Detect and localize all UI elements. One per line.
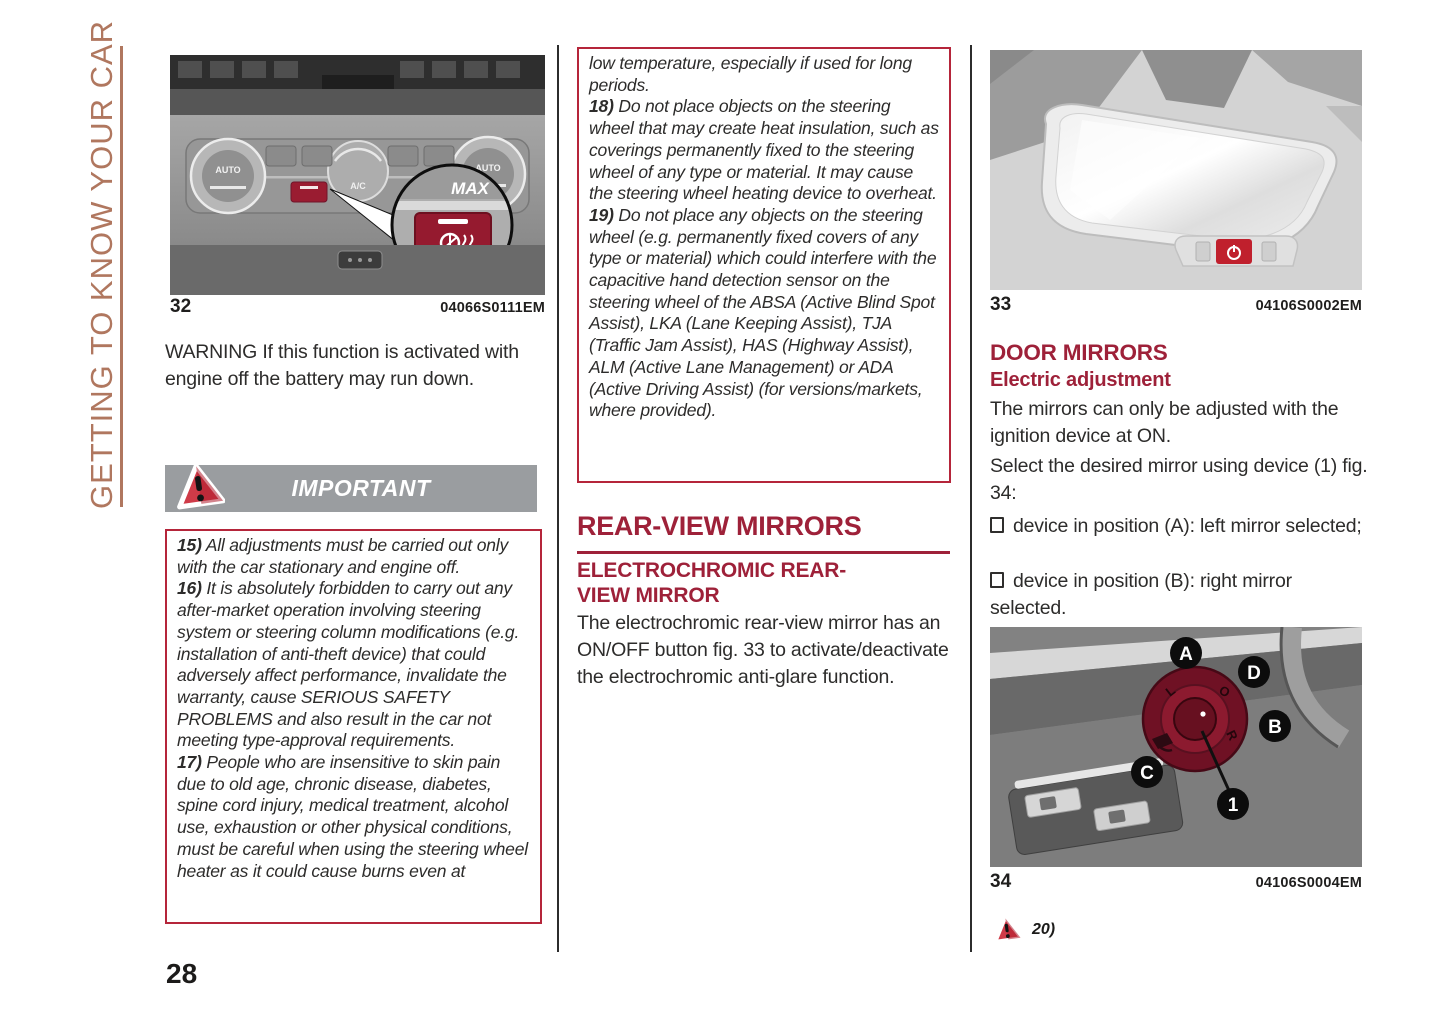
square-bullet-icon	[990, 517, 1004, 533]
figure-33-caption: 33 04106S0002EM	[990, 294, 1362, 316]
sidebar-rule	[120, 46, 123, 507]
important-banner-label: IMPORTANT	[291, 475, 431, 501]
subsection-electric-adjustment: Electric adjustment	[990, 369, 1171, 391]
figure-32-caption: 32 04066S0111EM	[170, 296, 545, 318]
callout-badge-d: D	[1247, 663, 1261, 684]
section-title-rear-view-mirrors: REAR-VIEW MIRRORS	[577, 511, 950, 554]
warning-triangle-icon	[994, 916, 1022, 943]
warning-triangle-icon	[177, 463, 225, 509]
callout-badge-1: 1	[1228, 795, 1239, 816]
mirror-fold-icon	[1152, 733, 1173, 752]
warnings-box-15-17: 15) All adjustments must be carried out …	[165, 529, 542, 924]
mirror-knob-illustration: L O R A D B C 1	[990, 627, 1362, 867]
callout-badge-a: A	[1179, 644, 1193, 665]
auto-label-right: AUTO	[475, 163, 500, 173]
figure-34-mirror-adjustment-knob: L O R A D B C 1	[990, 627, 1362, 867]
warning-item-16: 16) It is absolutely forbidden to carry …	[177, 578, 520, 751]
figure-34-caption: 34 04106S0004EM	[990, 871, 1362, 893]
square-bullet-icon	[990, 572, 1004, 588]
rear-view-mirror-illustration	[990, 50, 1362, 290]
subsection-electrochromic-mirror: ELECTROCHROMIC REAR-VIEW MIRROR	[577, 559, 846, 607]
steering-wheel-heater-button-small	[290, 181, 328, 203]
sidebar-chapter-title: GETTING TO KNOW YOUR CAR	[84, 19, 119, 509]
door-mirrors-para2: Select the desired mirror using device (…	[990, 455, 1368, 504]
figure-32-climate-controls: AUTO AUTO A/C	[170, 55, 545, 295]
auto-label-left: AUTO	[215, 165, 240, 175]
bullet-position-a: device in position (A): left mirror sele…	[990, 513, 1368, 540]
warning-item-15: 15) All adjustments must be carried out …	[177, 535, 509, 577]
bullet-position-b: device in position (B): right mirror sel…	[990, 570, 1292, 619]
warning-paragraph: WARNING If this function is activated wi…	[165, 341, 519, 390]
figure-33-rear-view-mirror	[990, 50, 1362, 290]
door-mirrors-para1: The mirrors can only be adjusted with th…	[990, 398, 1339, 447]
warning-item-19: 19) Do not place any objects on the stee…	[589, 204, 937, 421]
page-number: 28	[166, 958, 198, 989]
footnote-warning-ref: 20)	[992, 916, 1055, 944]
warnings-box-18-19: low temperature, especially if used for …	[577, 47, 951, 483]
power-icon	[1227, 245, 1241, 260]
figure-code: 04066S0111EM	[440, 300, 545, 316]
figure-number: 33	[990, 294, 1012, 315]
ac-label: A/C	[350, 181, 366, 191]
warning-item-17: 17) People who are insensitive to skin p…	[177, 752, 528, 881]
important-banner: IMPORTANT	[165, 463, 537, 512]
callout-badge-b: B	[1268, 717, 1282, 738]
callout-badge-c: C	[1140, 763, 1154, 784]
warning-item-18: 18) Do not place objects on the steering…	[589, 96, 939, 204]
max-label: MAX	[451, 179, 490, 198]
column-divider-left	[557, 45, 559, 952]
figure-number: 32	[170, 296, 192, 317]
footnote-number: 20)	[1032, 921, 1056, 938]
section-title-door-mirrors: DOOR MIRRORS	[990, 340, 1168, 365]
warning-item-17-continued: low temperature, especially if used for …	[589, 53, 912, 95]
climate-controls-illustration: AUTO AUTO A/C	[170, 55, 545, 295]
column-divider-right	[970, 45, 972, 952]
electrochromic-body: The electrochromic rear-view mirror has …	[577, 612, 949, 688]
figure-code: 04106S0004EM	[1255, 875, 1362, 891]
figure-code: 04106S0002EM	[1255, 298, 1362, 314]
figure-number: 34	[990, 871, 1012, 892]
